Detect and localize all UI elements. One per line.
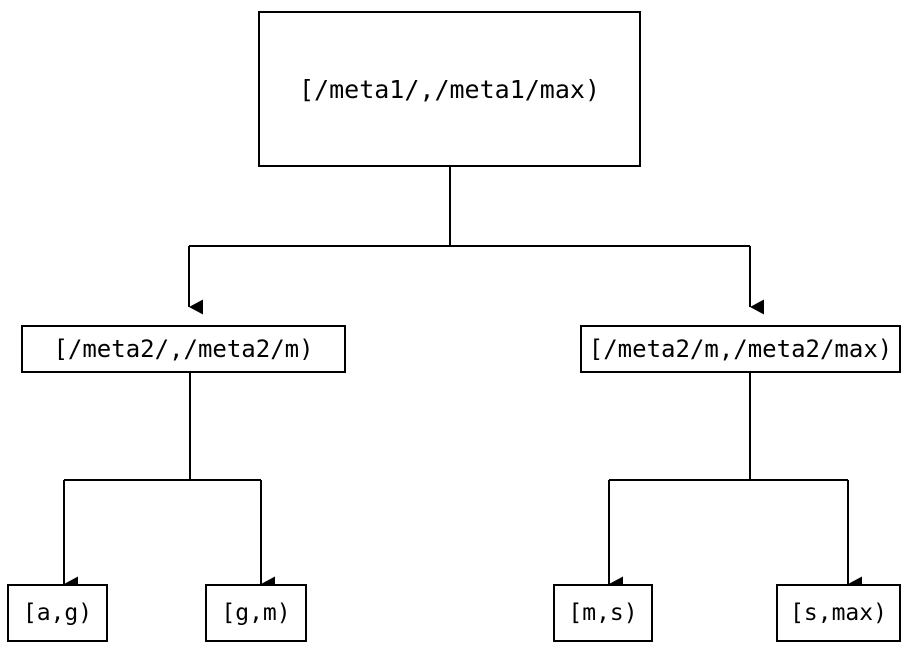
edge-root-to-mid-level xyxy=(188,167,764,315)
tree-node-leaf-s-max[interactable]: [s,max) xyxy=(776,584,901,642)
tree-node-leaf-g-m-label: [g,m) xyxy=(221,599,291,626)
tree-node-mid-right-label: [/meta2/m,/meta2/max) xyxy=(588,335,893,363)
edge-mid-right-to-leaves xyxy=(608,373,862,592)
tree-node-root-label: [/meta1/,/meta1/max) xyxy=(298,74,601,104)
tree-node-leaf-m-s-label: [m,s) xyxy=(568,599,638,626)
edge-mid-left-to-leaves xyxy=(63,373,275,592)
tree-node-mid-left-label: [/meta2/,/meta2/m) xyxy=(53,335,314,363)
tree-node-root[interactable]: [/meta1/,/meta1/max) xyxy=(258,11,641,167)
tree-node-leaf-a-g[interactable]: [a,g) xyxy=(7,584,108,642)
tree-node-leaf-g-m[interactable]: [g,m) xyxy=(205,584,307,642)
tree-node-leaf-a-g-label: [a,g) xyxy=(22,599,93,626)
tree-node-leaf-s-max-label: [s,max) xyxy=(790,599,887,626)
tree-node-mid-right[interactable]: [/meta2/m,/meta2/max) xyxy=(580,325,901,373)
tree-node-leaf-m-s[interactable]: [m,s) xyxy=(553,584,653,642)
tree-node-mid-left[interactable]: [/meta2/,/meta2/m) xyxy=(21,325,346,373)
